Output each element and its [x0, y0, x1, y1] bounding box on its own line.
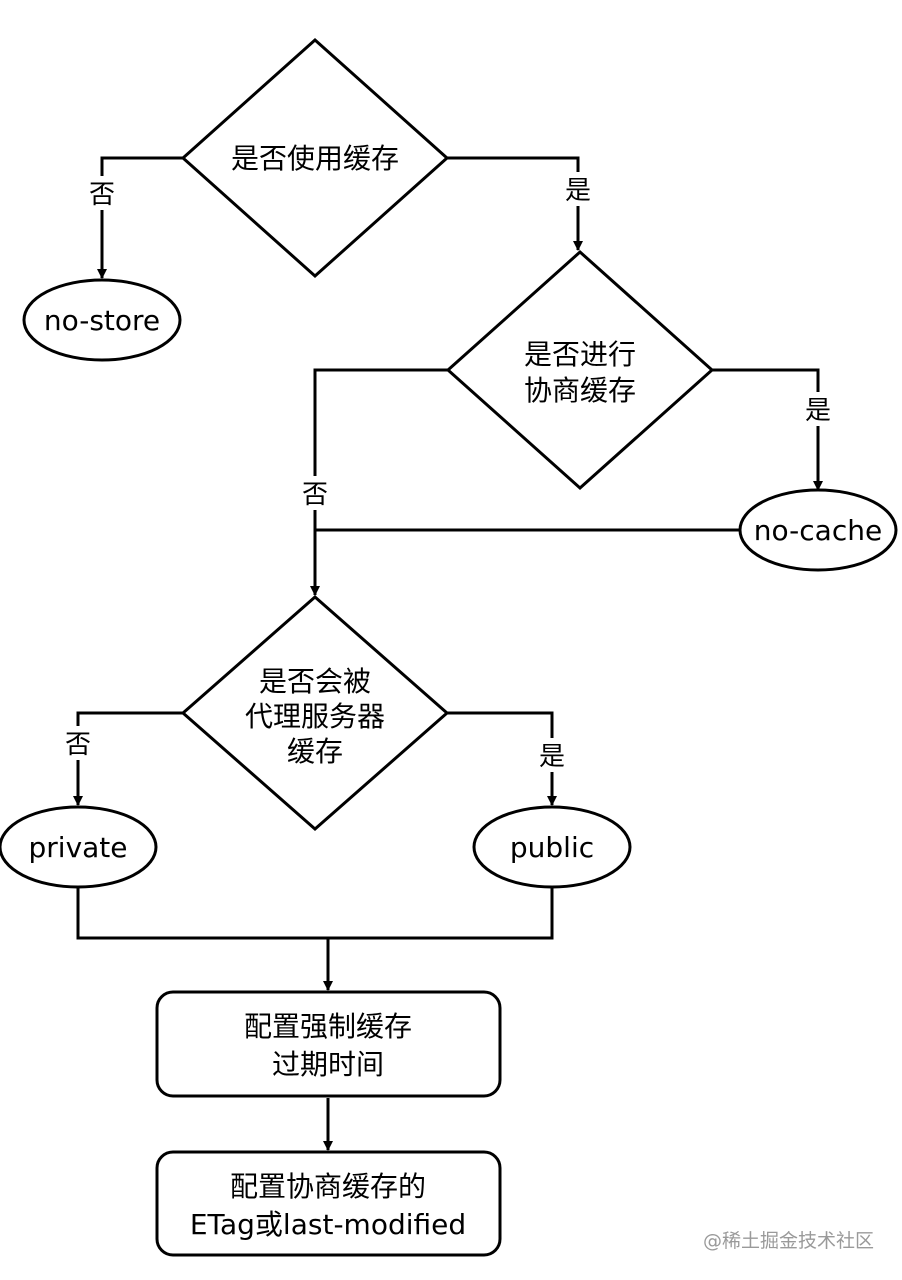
decision-proxy-cache [180, 595, 450, 831]
process-etag [155, 1150, 502, 1257]
label-use-cache-no: 否 [89, 180, 115, 210]
edge-proxy-to-private [73, 711, 183, 806]
edge-negotiate-to-no-cache [712, 368, 823, 491]
label-use-cache-yes: 是 [565, 176, 591, 206]
decision-negotiate-cache-text-1: 是否进行 [524, 338, 636, 371]
terminal-public [472, 805, 632, 889]
process-strong-cache-text-1: 配置强制缓存 [244, 1010, 412, 1043]
decision-proxy-cache-text-3: 缓存 [287, 735, 343, 768]
label-proxy-yes: 是 [539, 742, 565, 772]
process-strong-cache-text-2: 过期时间 [272, 1048, 384, 1081]
edge-use-cache-to-no-store [97, 156, 183, 279]
decision-proxy-cache-text-1: 是否会被 [259, 665, 371, 698]
edge-proxy-to-public [447, 711, 557, 806]
label-negotiate-yes: 是 [805, 396, 831, 426]
terminal-no-store-text: no-store [44, 304, 160, 337]
decision-use-cache-text: 是否使用缓存 [231, 142, 399, 175]
label-proxy-no: 否 [65, 730, 91, 760]
process-etag-text-2: ETag或last-modified [190, 1208, 466, 1241]
decision-use-cache [180, 37, 450, 279]
watermark: @稀土掘金技术社区 [703, 1230, 874, 1252]
terminal-no-cache-text: no-cache [754, 514, 882, 547]
terminal-private-text: private [29, 831, 128, 864]
edge-use-cache-to-negotiate [447, 156, 583, 251]
terminal-public-text: public [510, 831, 594, 864]
terminal-private [0, 805, 158, 889]
process-strong-cache [155, 990, 502, 1098]
edge-negotiate-to-proxy [310, 368, 448, 596]
decision-negotiate-cache-text-2: 协商缓存 [524, 374, 636, 407]
label-negotiate-no: 否 [302, 480, 328, 510]
terminal-no-cache [738, 488, 898, 572]
edge-private-public-merge [76, 886, 554, 940]
decision-negotiate-cache [445, 249, 715, 491]
process-etag-text-1: 配置协商缓存的 [230, 1170, 426, 1203]
terminal-no-store [22, 278, 182, 362]
decision-proxy-cache-text-2: 代理服务器 [245, 700, 385, 733]
